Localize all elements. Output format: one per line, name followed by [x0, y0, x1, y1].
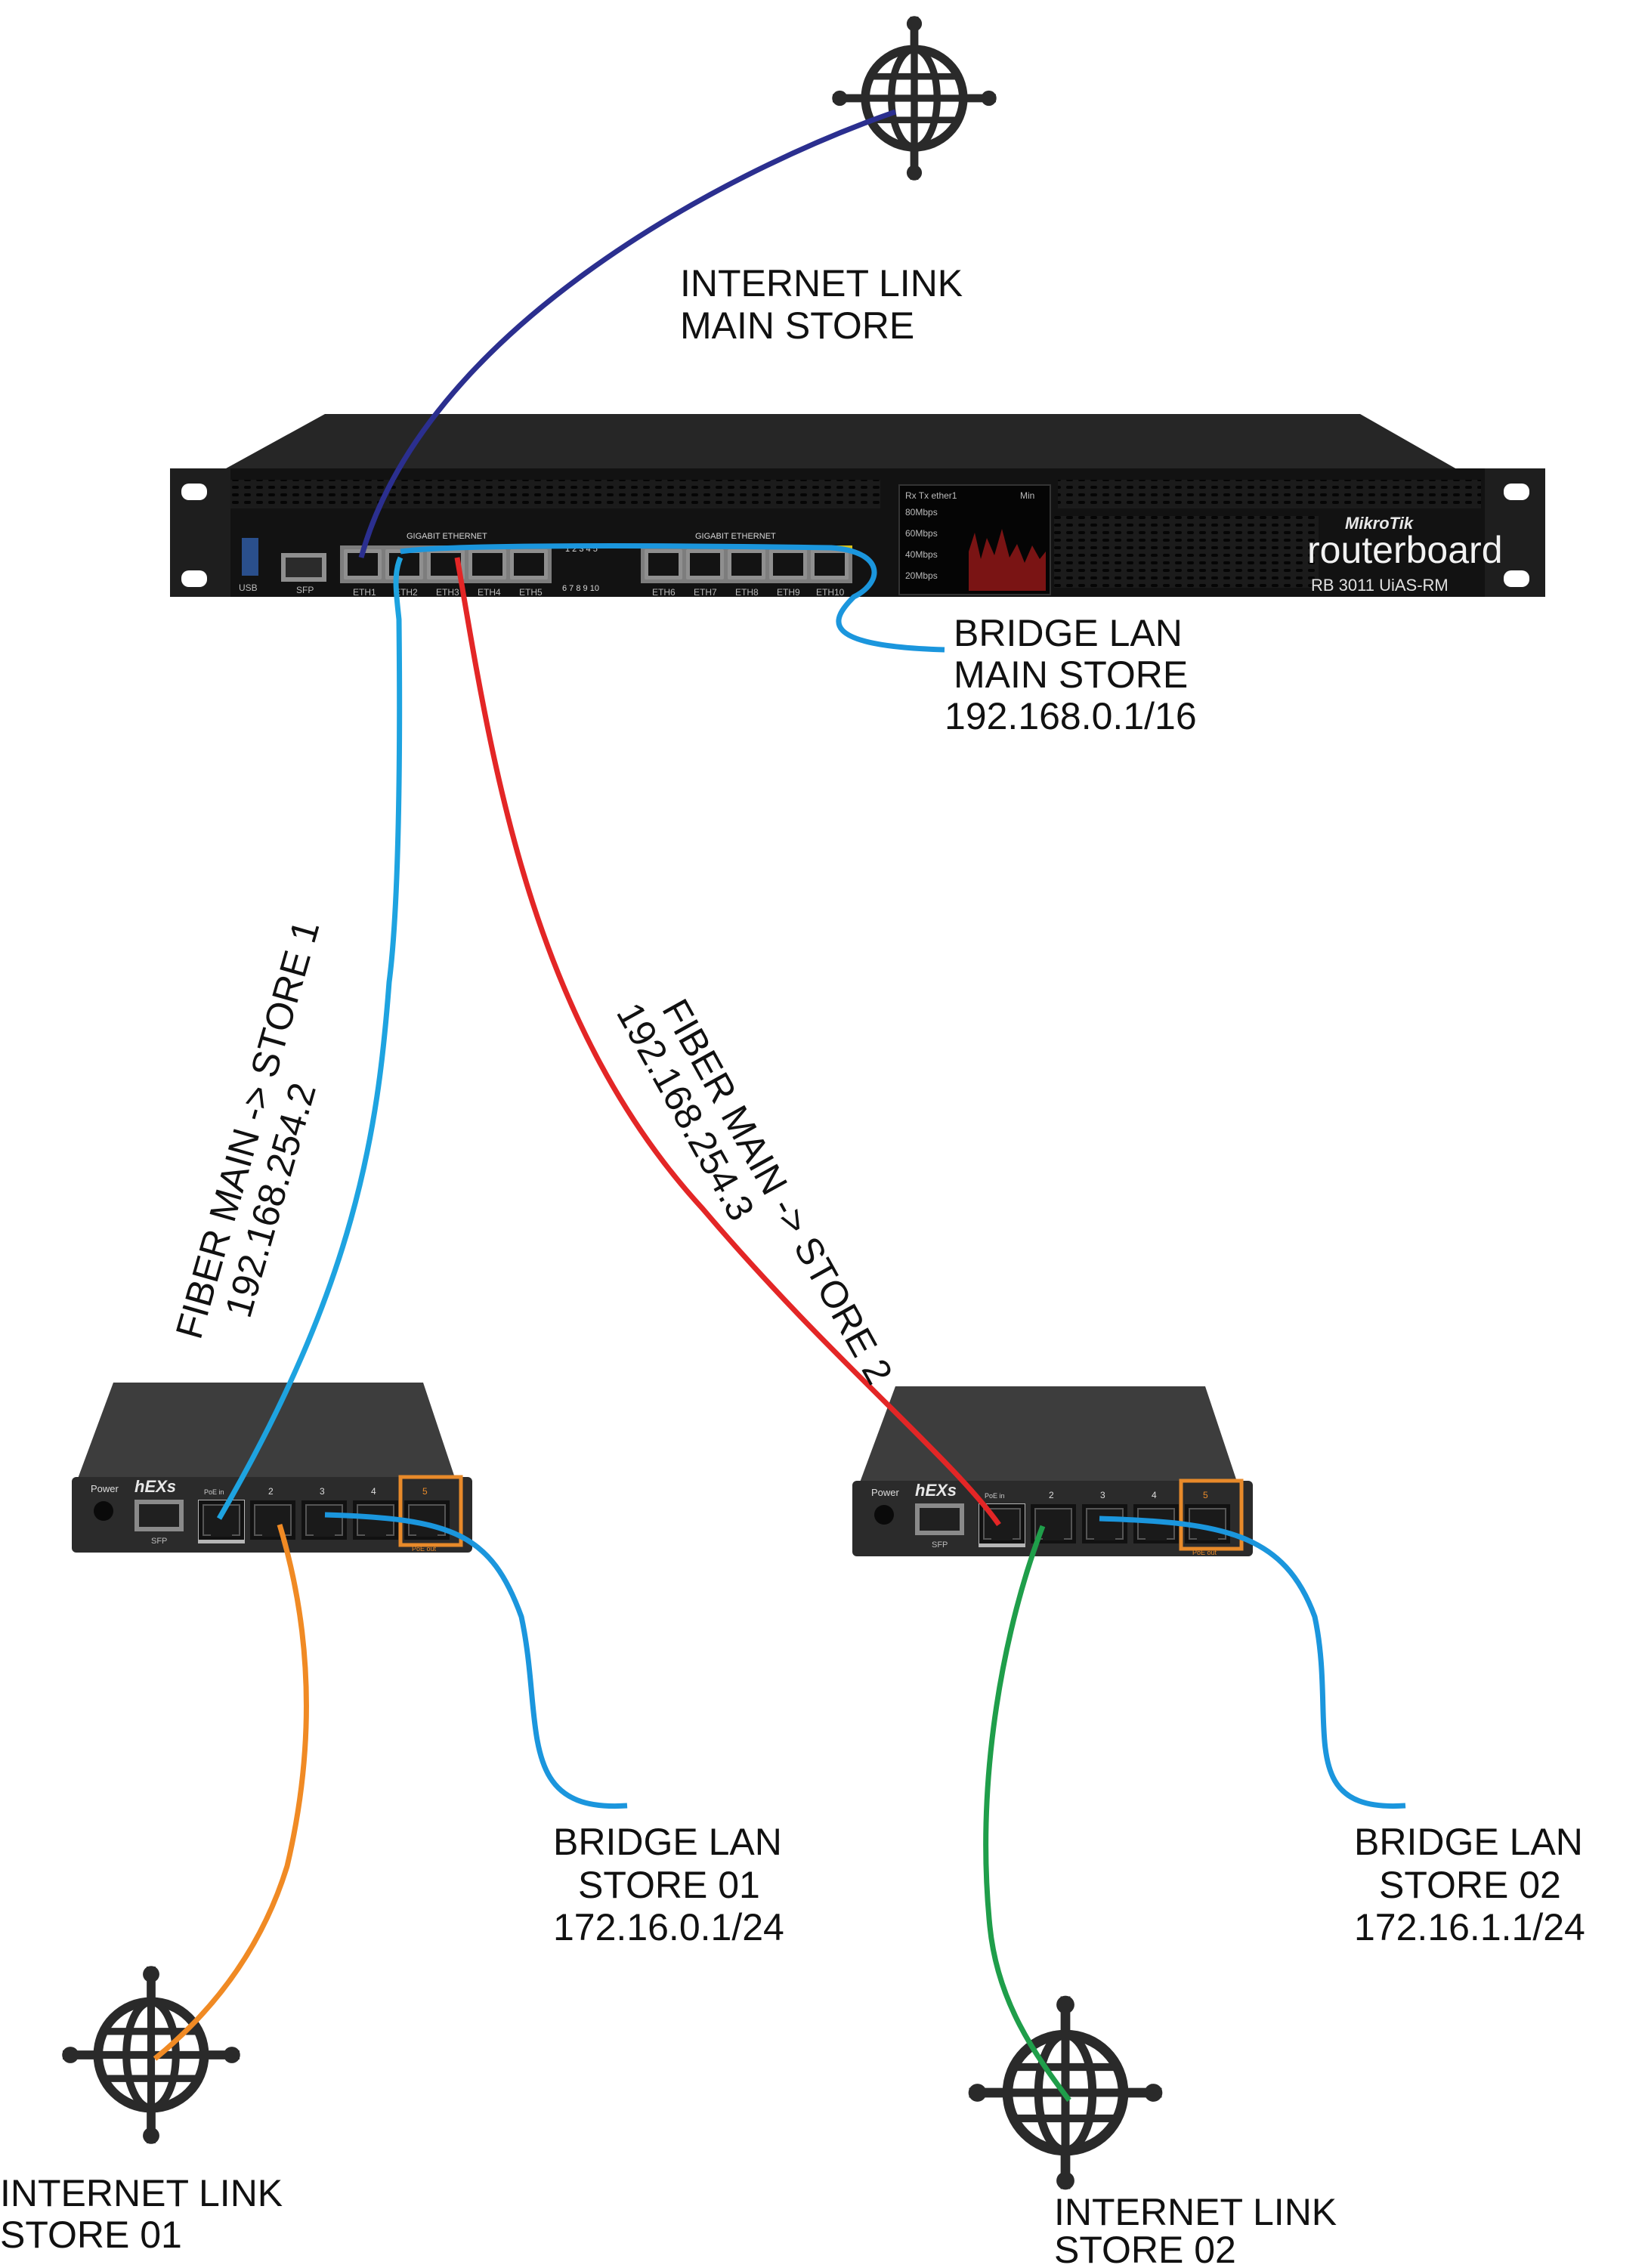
cable-internet-main: [358, 109, 897, 558]
svg-text:PoE out: PoE out: [1192, 1549, 1217, 1556]
svg-text:PoE in: PoE in: [204, 1488, 224, 1496]
router-port-label: ETH7: [694, 587, 717, 598]
svg-text:Power: Power: [871, 1487, 900, 1498]
hex-power-label: Power: [91, 1483, 119, 1494]
label-bridge-lan-store1: BRIDGE LAN: [553, 1821, 782, 1863]
svg-text:Min: Min: [1020, 490, 1034, 501]
svg-text:40Mbps: 40Mbps: [905, 549, 938, 560]
label-internet-main: MAIN STORE: [680, 304, 914, 347]
label-bridge-lan-store2: 172.16.1.1/24: [1354, 1906, 1585, 1948]
cable-internet-store2: [983, 1525, 1071, 2103]
cable-fiber-store1: [216, 556, 403, 1520]
router-port-label: ETH5: [519, 587, 543, 598]
router-rb3011: USB SFP GIGABIT ETHERNET GIGABIT ETHERNE…: [170, 414, 1545, 598]
router-hex-store2: Power hEXs SFP 2 3 4 5 PoE in PoE out: [852, 1386, 1253, 1556]
label-bridge-lan-main: 192.168.0.1/16: [945, 695, 1197, 737]
router-port-label: ETH2: [394, 587, 418, 598]
router-port-label: ETH9: [777, 587, 800, 598]
cable-fiber-store2: [454, 557, 1001, 1527]
label-internet-store2: STORE 02: [1054, 2229, 1236, 2268]
router-line: routerboard: [1307, 529, 1503, 571]
svg-text:5: 5: [1203, 1490, 1208, 1500]
label-bridge-lan-store2: STORE 02: [1379, 1864, 1561, 1906]
hex-model: hEXs: [915, 1481, 957, 1500]
internet-globe-icon-store1: [62, 1966, 240, 2144]
svg-text:3: 3: [320, 1486, 325, 1497]
svg-text:Rx Tx ether1: Rx Tx ether1: [905, 490, 957, 501]
router-group1-title: GIGABIT ETHERNET: [407, 532, 487, 541]
svg-text:2: 2: [1049, 1490, 1054, 1500]
svg-text:SFP: SFP: [932, 1540, 948, 1550]
label-internet-store2: INTERNET LINK: [1054, 2191, 1337, 2233]
label-bridge-lan-store2: BRIDGE LAN: [1354, 1821, 1583, 1863]
svg-text:3: 3: [1100, 1490, 1105, 1500]
svg-text:5: 5: [422, 1486, 428, 1497]
router-ports-left: ETH1 ETH2 ETH3 ETH4 ETH5: [340, 545, 552, 598]
svg-text:4: 4: [1152, 1490, 1157, 1500]
router-hex-store1: Power hEXs SFP 2 3 4 5 PoE in PoE out: [72, 1383, 472, 1553]
svg-text:PoE out: PoE out: [412, 1545, 437, 1553]
router-port-label: ETH1: [353, 587, 376, 598]
svg-text:2: 2: [268, 1486, 274, 1497]
router-port-label: ETH8: [735, 587, 759, 598]
cable-bridge-lan-main: [400, 543, 945, 653]
router-usb-port: USB: [239, 538, 258, 593]
internet-globe-icon-main: [832, 16, 996, 180]
svg-text:USB: USB: [239, 582, 258, 593]
router-sfp-port: SFP: [281, 553, 326, 595]
svg-text:4: 4: [371, 1486, 376, 1497]
label-internet-store1: INTERNET LINK: [0, 2172, 283, 2214]
router-port-label: ETH3: [436, 587, 459, 598]
router-port-label: ETH6: [652, 587, 676, 598]
svg-text:SFP: SFP: [151, 1537, 167, 1546]
label-bridge-lan-store1: STORE 01: [578, 1864, 760, 1906]
svg-text:20Mbps: 20Mbps: [905, 570, 938, 581]
cable-bridge-lan-store1: [324, 1512, 628, 1809]
label-bridge-lan-main: BRIDGE LAN: [954, 612, 1183, 654]
router-led-bottom: 6 7 8 9 10: [562, 584, 599, 593]
router-port-label: ETH10: [816, 587, 845, 598]
svg-text:PoE in: PoE in: [985, 1492, 1005, 1500]
cable-internet-store1: [153, 1523, 309, 2061]
router-model: RB 3011 UiAS-RM: [1311, 576, 1449, 595]
router-group2-title: GIGABIT ETHERNET: [695, 532, 776, 541]
cable-bridge-lan-store2: [1099, 1516, 1406, 1809]
svg-text:60Mbps: 60Mbps: [905, 528, 938, 539]
svg-text:80Mbps: 80Mbps: [905, 507, 938, 518]
router-ports-right: ETH6 ETH7 ETH8 ETH9 ETH10: [641, 545, 852, 598]
svg-text:SFP: SFP: [296, 585, 314, 595]
router-port-label: ETH4: [478, 587, 501, 598]
label-internet-store1: STORE 01: [0, 2214, 182, 2256]
router-brand: MikroTik: [1345, 514, 1415, 533]
hex-model: hEXs: [134, 1477, 176, 1496]
label-internet-main: INTERNET LINK: [680, 262, 963, 304]
label-bridge-lan-store1: 172.16.0.1/24: [553, 1906, 784, 1948]
router-status-screen: Rx Tx ether1 Min 80Mbps 60Mbps 40Mbps 20…: [898, 484, 1051, 595]
label-bridge-lan-main: MAIN STORE: [954, 654, 1188, 696]
